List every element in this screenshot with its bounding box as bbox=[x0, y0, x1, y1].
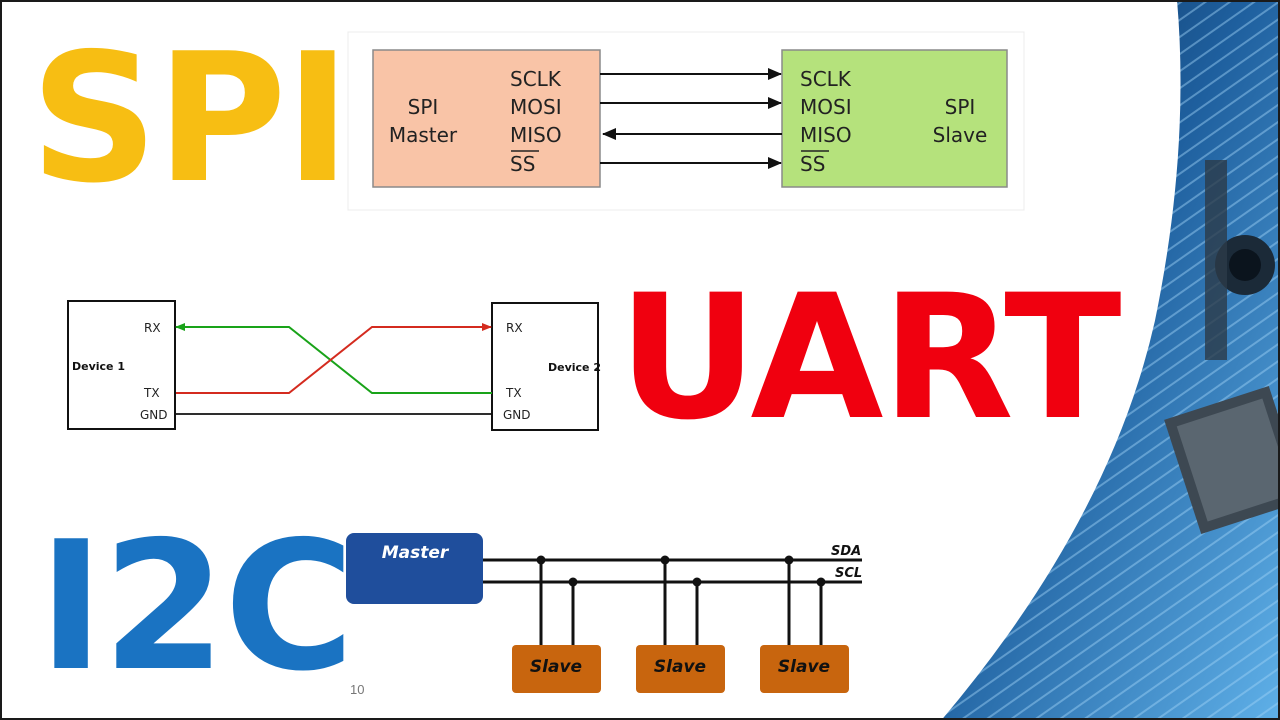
spi-master-label-line1: SPI bbox=[408, 95, 439, 119]
uart-d2-gnd: GND bbox=[503, 408, 531, 422]
spi-master-miso: MISO bbox=[510, 123, 562, 147]
uart-d1-tx: TX bbox=[143, 386, 160, 400]
page-number: 10 bbox=[350, 682, 365, 697]
i2c-slave-1 bbox=[512, 555, 601, 693]
spi-slave-ss: SS bbox=[800, 152, 825, 176]
spi-master-box bbox=[372, 49, 601, 188]
spi-master-label-line2: Master bbox=[389, 123, 458, 147]
chip-icon bbox=[1164, 385, 1280, 535]
spi-title: SPI bbox=[30, 15, 351, 222]
i2c-slave-3 bbox=[760, 555, 849, 693]
spi-slave-miso: MISO bbox=[800, 123, 852, 147]
uart-d2-tx: TX bbox=[505, 386, 522, 400]
i2c-slave-3-label: Slave bbox=[778, 657, 830, 677]
spi-master-mosi: MOSI bbox=[510, 95, 562, 119]
uart-device1-label: Device 1 bbox=[72, 360, 125, 373]
i2c-scl-label: SCL bbox=[835, 566, 862, 581]
spi-slave-sclk: SCLK bbox=[800, 67, 852, 91]
spi-master-ss: SS bbox=[510, 152, 535, 176]
spi-slave-mosi: MOSI bbox=[800, 95, 852, 119]
uart-title: UART bbox=[618, 257, 1122, 458]
uart-device2-box bbox=[491, 302, 599, 431]
uart-d2-rx: RX bbox=[506, 321, 523, 335]
i2c-master-label: Master bbox=[382, 543, 450, 563]
spi-master-sclk: SCLK bbox=[510, 67, 562, 91]
i2c-title: I2C bbox=[38, 503, 355, 710]
i2c-slave-2-label: Slave bbox=[654, 657, 706, 677]
spi-slave-box bbox=[781, 49, 1008, 188]
i2c-master-box bbox=[346, 533, 483, 604]
i2c-slave-2 bbox=[636, 555, 725, 693]
spi-slave-label-line2: Slave bbox=[933, 123, 988, 147]
i2c-slave-1-label: Slave bbox=[530, 657, 582, 677]
i2c-sda-label: SDA bbox=[831, 544, 861, 559]
uart-d1-gnd: GND bbox=[140, 408, 168, 422]
uart-device2-label: Device 2 bbox=[548, 361, 601, 374]
uart-device1-box bbox=[67, 300, 176, 430]
spi-slave-label-line1: SPI bbox=[945, 95, 976, 119]
uart-d1-rx: RX bbox=[144, 321, 161, 335]
uart-tx1-to-rx2-line bbox=[176, 323, 492, 394]
